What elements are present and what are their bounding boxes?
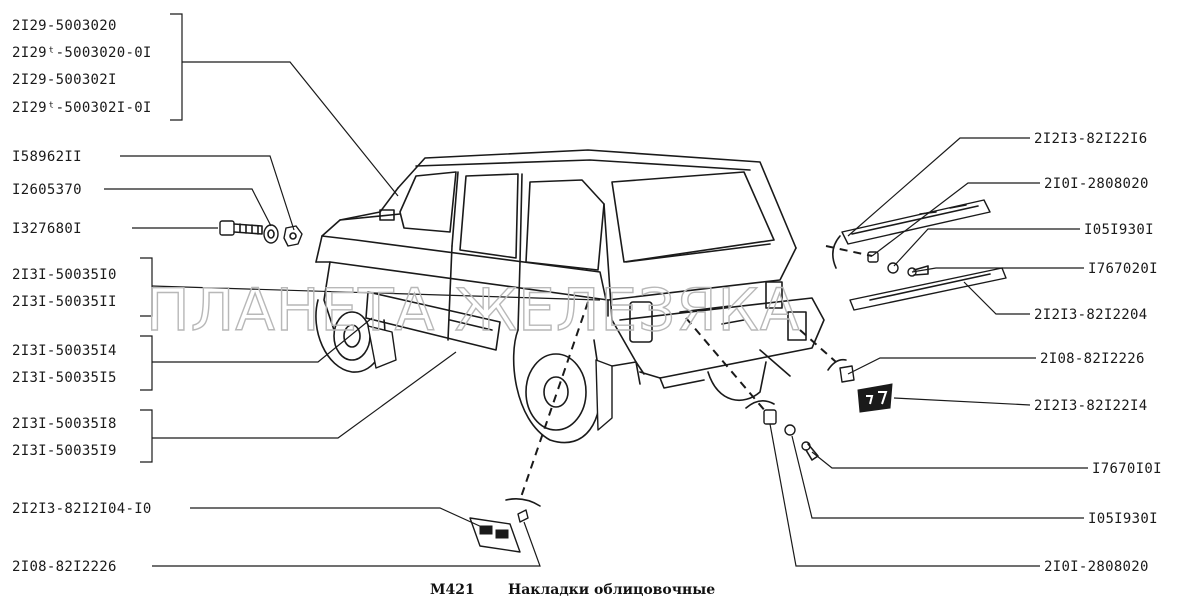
part-label: 2I3I-50035II	[12, 294, 117, 310]
part-label: 2I3I-50035I0	[12, 267, 117, 283]
nut-icon	[283, 225, 303, 247]
leader-lines	[104, 13, 1088, 567]
part-label: I767020I	[1088, 261, 1158, 277]
caption-code: M421	[430, 582, 475, 598]
watermark: ПЛАНЕТА ЖЕЛЕЗЯКА	[146, 276, 800, 344]
part-label: 2I29ᵗ-5003020-0I	[12, 45, 152, 61]
part-label: 2I3I-50035I8	[12, 416, 117, 432]
part-label: 2I29-500302I	[12, 72, 117, 88]
screw-icon	[801, 441, 819, 461]
part-label: 2I2I3-82I22I4	[1034, 398, 1147, 414]
part-label: 2I0I-2808020	[1044, 176, 1149, 192]
clip-icon	[763, 409, 777, 425]
part-label: 2I29-5003020	[12, 18, 117, 34]
parts-illustrations	[219, 199, 1007, 553]
part-label: 2I3I-50035I5	[12, 370, 117, 386]
part-label: 2I2I3-82I22I6	[1034, 131, 1147, 147]
part-label: 2I3I-50035I4	[12, 343, 117, 359]
clip-icon	[867, 251, 879, 263]
left-part-labels: 2I29-5003020 2I29ᵗ-5003020-0I 2I29-50030…	[12, 18, 152, 575]
part-label: 2I29ᵗ-500302I-0I	[12, 100, 152, 116]
part-label: I58962II	[12, 149, 82, 165]
part-label: 2I08-82I2226	[12, 559, 117, 575]
washer-icon	[887, 262, 899, 274]
washer-icon	[784, 424, 796, 436]
screw-icon	[517, 509, 529, 523]
part-label: 2I3I-50035I9	[12, 443, 117, 459]
part-label: 2I08-82I2226	[1040, 351, 1145, 367]
trim-strip-icon	[849, 267, 1007, 311]
assembly-dashed-lines	[505, 235, 873, 507]
part-label: I05I930I	[1084, 222, 1154, 238]
emblem-icon	[857, 383, 893, 413]
part-label: 2I2I3-82I2204	[1034, 307, 1147, 323]
bolt-icon	[219, 220, 263, 236]
caption-title: Накладки облицовочные	[508, 582, 715, 598]
right-part-labels: 2I2I3-82I22I6 2I0I-2808020 I05I930I I767…	[1034, 131, 1162, 575]
plug-icon	[839, 365, 855, 383]
car-illustration	[315, 149, 825, 444]
part-label: 2I0I-2808020	[1044, 559, 1149, 575]
part-label: 2I2I3-82I2I04-I0	[12, 501, 152, 517]
washer-icon	[263, 224, 279, 244]
figure-caption: M421 Накладки облицовочные	[430, 582, 715, 598]
part-label: I05I930I	[1088, 511, 1158, 527]
license-lamp-icon	[469, 517, 521, 553]
part-label: I7670I0I	[1092, 461, 1162, 477]
part-label: I327680I	[12, 221, 82, 237]
part-label: I2605370	[12, 182, 82, 198]
